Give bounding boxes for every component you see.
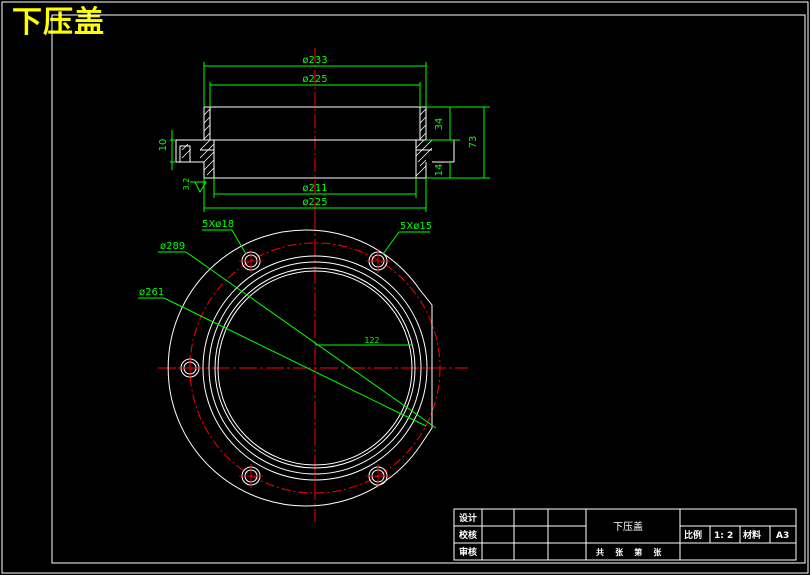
dim-d261: ø261 [139, 287, 164, 298]
title-block-review: 审核 [459, 546, 477, 558]
dim-h34: 34 [434, 118, 445, 131]
dim-r122: 122 [364, 336, 379, 345]
dim-d211: ø211 [302, 183, 327, 194]
title-block-check: 校核 [459, 529, 477, 541]
section-view: ø233 ø225 ø211 ø225 34 73 14 10 3.2 [158, 48, 490, 212]
title-block-part-name: 下压盖 [613, 520, 643, 533]
title-block-material-label: 材料 [742, 529, 761, 541]
flange-outline [167, 229, 433, 507]
roughness-value: 3.2 [182, 178, 191, 191]
title-block-design: 设计 [459, 512, 477, 524]
title-block-scale-label: 比例 [684, 529, 702, 541]
dim-h10: 10 [158, 139, 169, 152]
dim-h73: 73 [468, 136, 479, 149]
sheet-inner-border [51, 14, 806, 564]
drawing-title: 下压盖 [12, 5, 105, 40]
dim-d233: ø233 [302, 55, 327, 66]
dim-d225-bottom: ø225 [302, 197, 327, 208]
title-block: 设计 校核 审核 下压盖 比例 1: 2 材料 A3 共 张 第 张 [453, 508, 797, 561]
dim-d289: ø289 [160, 241, 185, 252]
plan-view: ø289 ø261 5Xø18 5Xø15 122 [138, 212, 468, 522]
title-block-sheets: 共 张 第 张 [596, 547, 662, 557]
title-block-scale-value: 1: 2 [714, 531, 733, 541]
dim-5x18: 5Xø18 [202, 219, 234, 230]
dim-d225-top: ø225 [302, 74, 327, 85]
dim-5x15: 5Xø15 [400, 221, 432, 232]
title-block-material-value: A3 [776, 531, 789, 541]
dim-h14: 14 [434, 164, 445, 177]
